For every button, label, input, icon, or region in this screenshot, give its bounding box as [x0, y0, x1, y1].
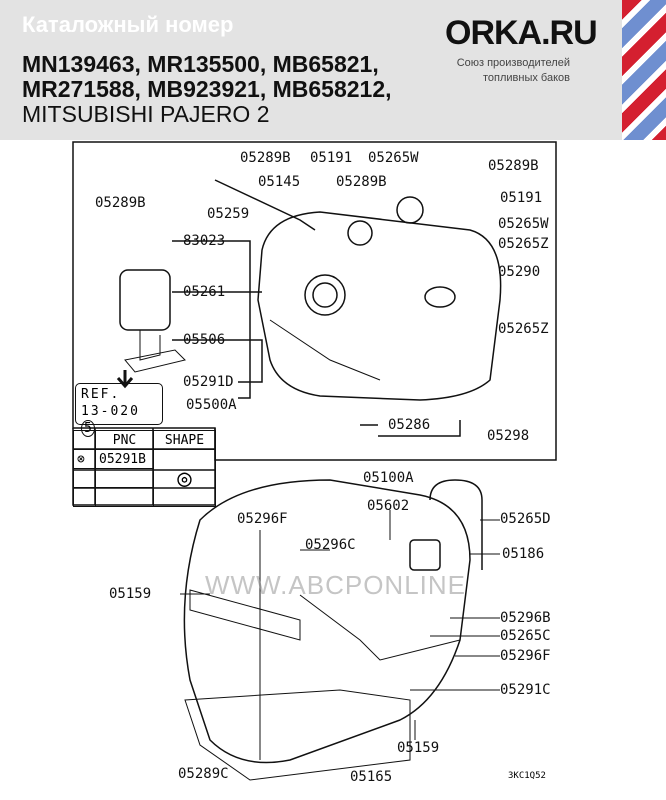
ref-circle-number: 5: [81, 420, 95, 437]
part-label[interactable]: 05296C: [305, 537, 356, 553]
part-label[interactable]: 05265Z: [498, 321, 549, 337]
vehicle-model: MITSUBISHI PAJERO 2: [22, 101, 270, 127]
table-cell: [73, 430, 96, 450]
part-label[interactable]: 05289C: [178, 766, 229, 782]
part-label[interactable]: 05265Z: [498, 236, 549, 252]
part-label[interactable]: 05286: [388, 417, 431, 433]
reference-box: REF. 13-020 5: [75, 383, 163, 437]
part-label[interactable]: 05296F: [500, 648, 551, 664]
table-cell: [73, 468, 96, 488]
table-cell: [95, 487, 154, 507]
tagline-line2: топливных баков: [483, 72, 570, 84]
part-label[interactable]: 05159: [109, 586, 152, 602]
flag-stripe: [622, 0, 666, 140]
part-label[interactable]: 05289B: [95, 195, 146, 211]
part-label[interactable]: 05298: [487, 428, 530, 444]
part-label[interactable]: 05500A: [186, 397, 237, 413]
part-label[interactable]: 05186: [502, 546, 545, 562]
part-label[interactable]: 05290: [498, 264, 541, 280]
part-numbers-line1: MN139463, MR135500, MB65821,: [22, 51, 379, 77]
orka-logo[interactable]: ORKA.RU: [445, 14, 598, 52]
part-label[interactable]: 05296B: [500, 610, 551, 626]
table-cell: [73, 487, 96, 507]
part-label[interactable]: 05265C: [500, 628, 551, 644]
part-label[interactable]: 05191: [500, 190, 543, 206]
diagram-code: 3KC1Q52: [508, 771, 546, 781]
part-label[interactable]: 05159: [397, 740, 440, 756]
tagline-line1: Союз производителей: [456, 57, 570, 69]
part-label[interactable]: 05289B: [240, 150, 291, 166]
part-label[interactable]: 05289B: [336, 174, 387, 190]
part-label[interactable]: 05265D: [500, 511, 551, 527]
part-label[interactable]: 83023: [183, 233, 226, 249]
part-numbers: MN139463, MR135500, MB65821,MR271588, MB…: [22, 52, 392, 102]
part-label[interactable]: 05191: [310, 150, 353, 166]
col-shape-header: SHAPE: [153, 430, 216, 450]
part-numbers-line2: MR271588, MB923921, MB658212,: [22, 76, 392, 102]
header-banner: Каталожный номер MN139463, MR135500, MB6…: [0, 0, 622, 140]
part-label[interactable]: 05265W: [368, 150, 419, 166]
part-label[interactable]: 05291C: [500, 682, 551, 698]
part-label[interactable]: 05145: [258, 174, 301, 190]
col-pnc-header: PNC: [95, 430, 154, 450]
part-label[interactable]: 05289B: [488, 158, 539, 174]
logo-tagline: Союз производителей топливных баков: [457, 56, 570, 86]
part-label[interactable]: 05296F: [237, 511, 288, 527]
part-label[interactable]: 05506: [183, 332, 226, 348]
pnc-value[interactable]: 05291B: [95, 449, 154, 469]
part-label[interactable]: 05602: [367, 498, 410, 514]
part-label[interactable]: 05100A: [363, 470, 414, 486]
mark-icon: ⊗: [73, 449, 96, 469]
ref-number: 13-020 5: [81, 403, 157, 437]
table-cell: [95, 468, 154, 488]
part-label[interactable]: 05259: [207, 206, 250, 222]
part-label[interactable]: 05291D: [183, 374, 234, 390]
ref-label: REF.: [81, 387, 121, 402]
watermark-text: WWW.ABCPONLINE: [205, 570, 467, 600]
part-label[interactable]: 05165: [350, 769, 393, 785]
catalog-title: Каталожный номер: [22, 12, 234, 37]
clamp-shape-icon: ◎: [153, 449, 216, 507]
ref-code: 13-020: [81, 404, 140, 419]
part-label[interactable]: 05265W: [498, 216, 549, 232]
part-label[interactable]: 05261: [183, 284, 226, 300]
